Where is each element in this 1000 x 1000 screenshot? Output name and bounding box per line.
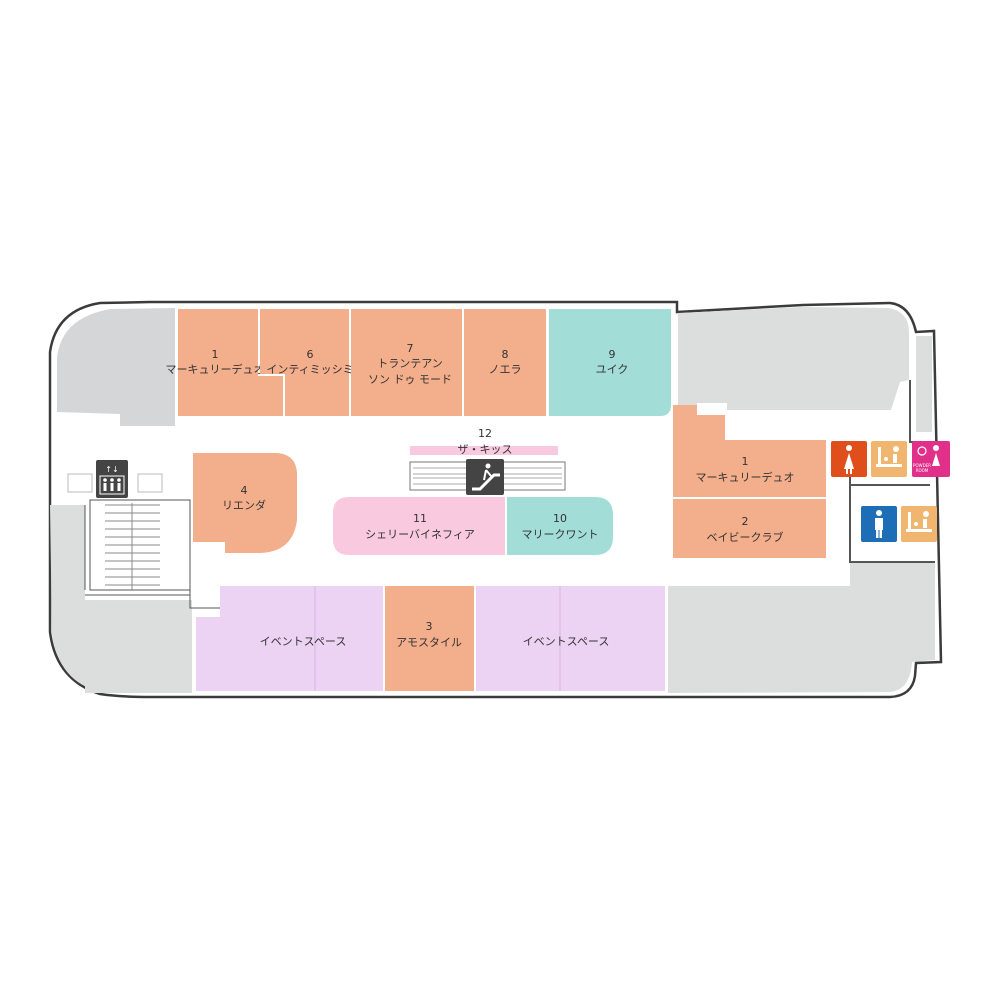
womens-restroom-icon[interactable]	[831, 441, 867, 477]
shop-9[interactable]: 9 ユイク	[549, 309, 671, 416]
shop-10[interactable]: 10 マリークワント	[507, 497, 613, 555]
baby-changing-icon[interactable]	[871, 441, 907, 477]
shop-7[interactable]: 7 トランテアン ソン ドゥ モード	[351, 309, 462, 416]
shop-2[interactable]: 2 ベイビークラブ	[673, 499, 826, 558]
event-space-left[interactable]: イベントスペース	[196, 586, 383, 691]
shop-12[interactable]: 12 ザ・キッス	[410, 427, 558, 456]
shop-9-name: ユイク	[596, 363, 629, 376]
shop-6-name: インティミッシミ	[266, 363, 353, 376]
shop-11[interactable]: 11 シェリーバイネフィア	[333, 497, 505, 555]
shop-6[interactable]: 6 インティミッシミ	[260, 309, 354, 416]
powder-room-text-2: ROOM	[916, 468, 929, 473]
escalator-icon	[466, 459, 504, 495]
shop-12-number: 12	[478, 427, 492, 440]
shop-5-number: 1	[212, 348, 219, 361]
service-area-right-strip	[916, 336, 932, 432]
wall-stair-box	[89, 499, 191, 591]
shop-2-name: ベイビークラブ	[707, 530, 784, 544]
shop-1-name: マーキュリーデュオ	[696, 470, 795, 484]
shop-8-name: ノエラ	[489, 363, 522, 376]
escalator[interactable]	[409, 459, 566, 495]
service-area-bottom-left-2	[85, 600, 192, 693]
shop-9-number: 9	[609, 348, 616, 361]
service-area-right-middle	[668, 562, 935, 693]
event-space-left-label: イベントスペース	[260, 635, 347, 648]
shop-8-number: 8	[502, 348, 509, 361]
shop-4[interactable]: 4 リエンダ	[193, 453, 297, 553]
baby-changing-icon-2[interactable]	[901, 506, 937, 542]
mens-restroom-icon[interactable]	[861, 506, 897, 542]
shop-3-name: アモスタイル	[396, 636, 462, 649]
stairs	[105, 503, 160, 590]
shop-10-number: 10	[553, 512, 567, 525]
shop-12-name: ザ・キッス	[458, 443, 513, 456]
shop-5-name: マーキュリーデュオ	[166, 362, 265, 376]
powder-room-text-1: POWDER	[913, 463, 931, 468]
shop-7-name-line2: ソン ドゥ モード	[368, 373, 452, 386]
service-area-top-right	[678, 307, 909, 410]
elevator-door-right	[137, 473, 163, 493]
elevator-lobby: ↑↓	[67, 460, 163, 498]
shop-3[interactable]: 3 アモスタイル	[385, 586, 474, 691]
shop-1[interactable]: 1 マーキュリーデュオ	[673, 405, 826, 497]
shop-4-number: 4	[241, 484, 248, 497]
event-space-right[interactable]: イベントスペース	[476, 586, 665, 691]
shop-6-number: 6	[307, 348, 314, 361]
event-space-right-label: イベントスペース	[523, 635, 610, 648]
service-area-bottom-left	[50, 505, 110, 693]
shop-8[interactable]: 8 ノエラ	[464, 309, 546, 416]
elevator-door-left	[67, 473, 93, 493]
shop-3-number: 3	[426, 620, 433, 633]
shop-1-number: 1	[742, 455, 749, 468]
shop-2-number: 2	[742, 515, 749, 528]
shop-11-number: 11	[413, 512, 427, 525]
service-areas	[50, 307, 935, 693]
elevator-icon[interactable]: ↑↓	[96, 460, 128, 498]
shop-5[interactable]: 1 マーキュリーデュオ	[166, 309, 284, 416]
shop-7-number: 7	[407, 342, 414, 355]
service-area-top-left	[57, 308, 175, 426]
powder-room-icon[interactable]: POWDER ROOM	[912, 441, 950, 477]
shop-10-name: マリークワント	[522, 528, 599, 541]
svg-text:↑↓: ↑↓	[105, 465, 118, 474]
shop-7-name: トランテアン	[377, 357, 443, 370]
shop-4-name: リエンダ	[222, 498, 266, 512]
shop-11-name: シェリーバイネフィア	[365, 528, 475, 541]
